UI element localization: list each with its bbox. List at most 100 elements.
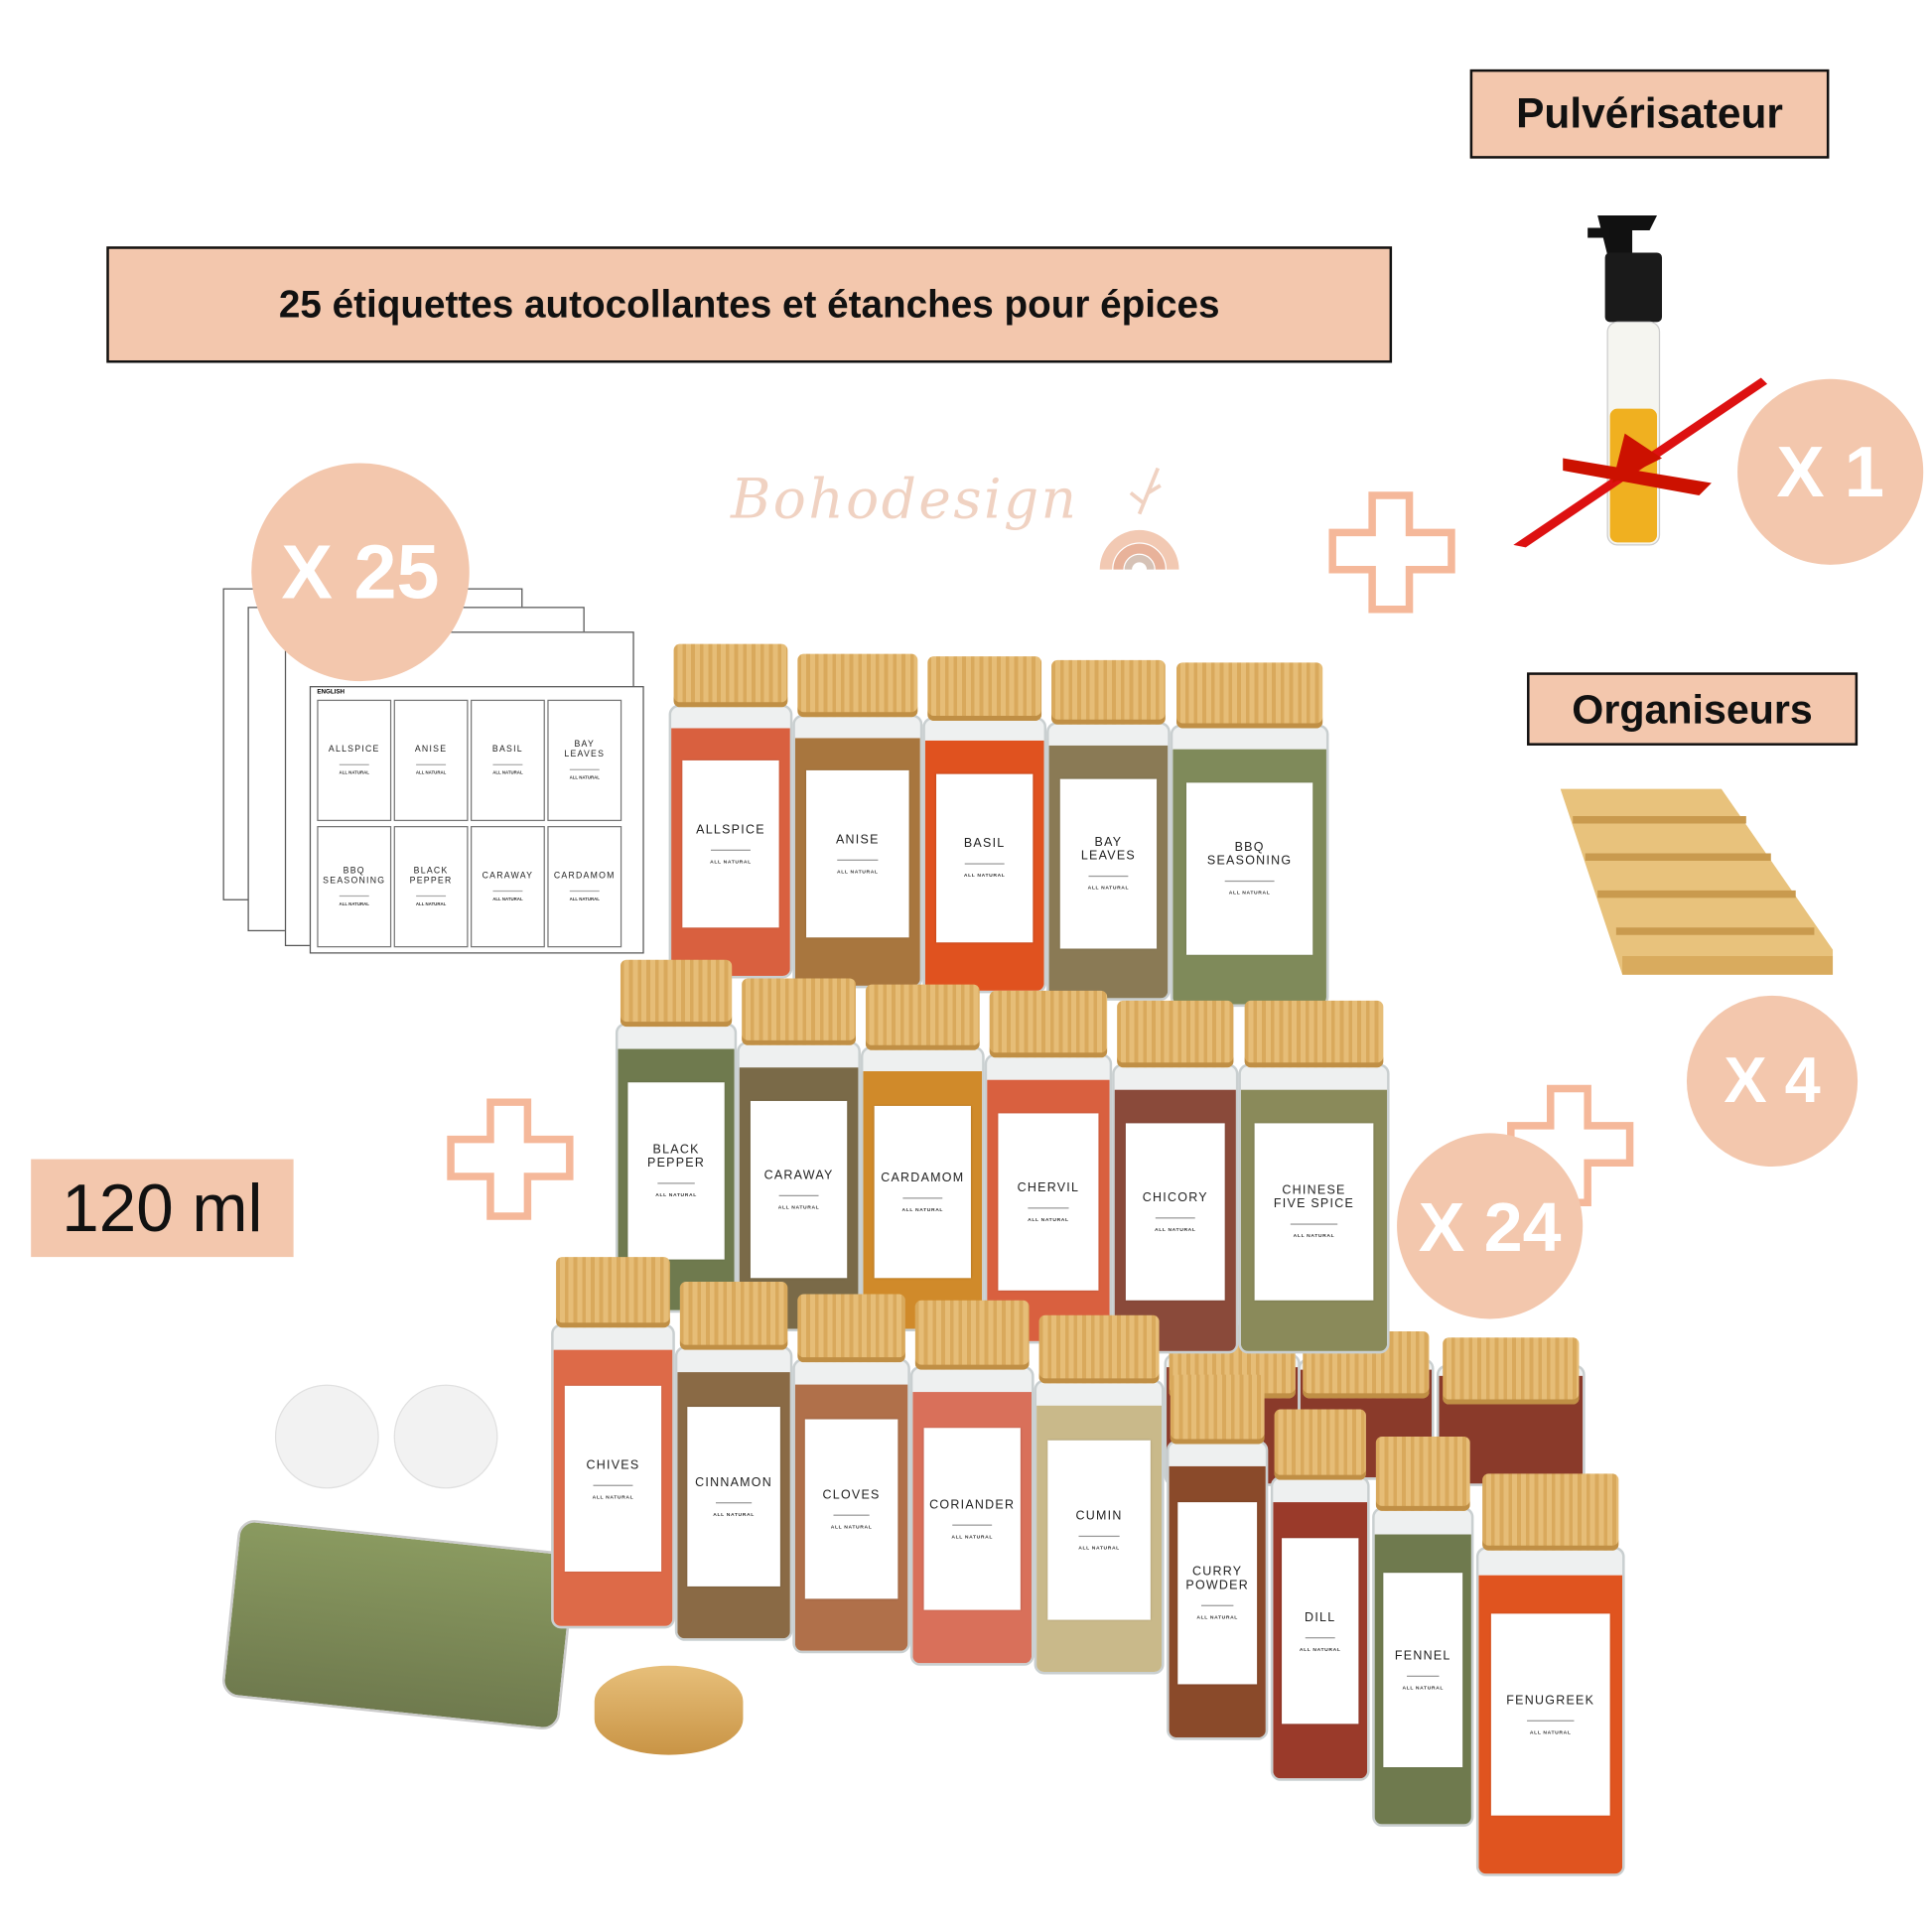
divider bbox=[570, 891, 600, 893]
jar-label-sub: ALL NATURAL bbox=[1196, 1613, 1238, 1621]
logo-text: Bohodesign bbox=[730, 468, 1079, 532]
jar-lid bbox=[742, 978, 856, 1045]
divider bbox=[1305, 1636, 1336, 1639]
divider bbox=[340, 764, 369, 766]
jar-label-name: CHINESE FIVE SPICE bbox=[1273, 1184, 1355, 1212]
jar-label-name: FENUGREEK bbox=[1506, 1694, 1595, 1709]
divider bbox=[492, 891, 522, 893]
sticker-label-name: BLACK PEPPER bbox=[409, 866, 453, 886]
divider bbox=[952, 1524, 992, 1526]
jar-lid bbox=[1376, 1436, 1470, 1511]
jar-label-name: CUMIN bbox=[1075, 1509, 1123, 1524]
divider bbox=[1224, 881, 1275, 883]
jar-lid bbox=[1244, 1000, 1384, 1068]
sticker-label-name: CARAWAY bbox=[482, 871, 534, 881]
jar-label-sub: ALL NATURAL bbox=[777, 1203, 820, 1210]
jar-label-name: FENNEL bbox=[1394, 1649, 1451, 1664]
labels-count-badge: X 25 bbox=[251, 463, 470, 682]
labels-count: X 25 bbox=[281, 529, 440, 616]
jar-label-name: CORIANDER bbox=[929, 1498, 1016, 1512]
divider bbox=[1201, 1605, 1234, 1607]
jar-glass: FENNEL ALL NATURAL bbox=[1372, 1506, 1474, 1827]
jars-count: X 24 bbox=[1418, 1186, 1562, 1266]
jar-label-name: ALLSPICE bbox=[696, 823, 765, 838]
divider bbox=[416, 896, 446, 897]
jar-label-name: CINNAMON bbox=[695, 1475, 773, 1490]
jar-lid bbox=[1274, 1409, 1366, 1480]
jar-label-sub: ALL NATURAL bbox=[1402, 1684, 1445, 1691]
jar-glass: CHERVIL ALL NATURAL bbox=[984, 1053, 1113, 1344]
sticker-label-name: BASIL bbox=[491, 745, 523, 755]
divider bbox=[416, 764, 446, 766]
jar-label: FENNEL ALL NATURAL bbox=[1383, 1572, 1463, 1768]
spice-jar: CHERVIL ALL NATURAL bbox=[984, 990, 1113, 1344]
jar-label-name: CARAWAY bbox=[763, 1169, 834, 1183]
jar-glass: ALLSPICE ALL NATURAL bbox=[668, 704, 793, 979]
jar-label-sub: ALL NATURAL bbox=[901, 1205, 944, 1213]
divider bbox=[837, 859, 879, 861]
jar-glass: CHINESE FIVE SPICE ALL NATURAL bbox=[1238, 1063, 1390, 1354]
sprayer-count-badge: X 1 bbox=[1737, 378, 1924, 565]
jar-label-name: CURRY POWDER bbox=[1185, 1566, 1250, 1593]
jar-label-name: ANISE bbox=[835, 833, 880, 848]
divider bbox=[492, 764, 522, 766]
jar-label-sub: ALL NATURAL bbox=[1078, 1544, 1120, 1551]
rainbow-icon bbox=[1099, 467, 1179, 570]
sticker-label-sub: ALL NATURAL bbox=[415, 770, 447, 776]
jar-label-name: CHERVIL bbox=[1017, 1180, 1080, 1195]
jar-label-sub: ALL NATURAL bbox=[1299, 1645, 1341, 1652]
divider bbox=[832, 1514, 871, 1516]
jar-lid bbox=[673, 643, 788, 708]
divider bbox=[340, 896, 369, 897]
spice-jar: DILL ALL NATURAL bbox=[1270, 1409, 1370, 1781]
jar-label-sub: ALL NATURAL bbox=[655, 1191, 697, 1198]
jar-label-name: CHIVES bbox=[586, 1458, 640, 1473]
spice-jar: FENUGREEK ALL NATURAL bbox=[1475, 1473, 1625, 1876]
jar-label-sub: ALL NATURAL bbox=[710, 858, 752, 865]
spice-jar: ALLSPICE ALL NATURAL bbox=[668, 643, 793, 979]
spice-jar: FENNEL ALL NATURAL bbox=[1372, 1436, 1474, 1827]
jar-label-sub: ALL NATURAL bbox=[1028, 1215, 1069, 1223]
wooden-lid bbox=[594, 1665, 744, 1755]
volume-text: 120 ml bbox=[62, 1171, 263, 1246]
jar-label: CURRY POWDER ALL NATURAL bbox=[1177, 1501, 1258, 1685]
jar-lid bbox=[797, 1294, 906, 1363]
brand-logo: Bohodesign bbox=[694, 446, 1189, 570]
divider bbox=[965, 863, 1005, 865]
jar-label-name: BASIL bbox=[963, 837, 1006, 852]
jar-label-name: DILL bbox=[1305, 1610, 1336, 1625]
labels-title-box: 25 étiquettes autocollantes et étanches … bbox=[106, 246, 1393, 363]
jars-count-badge: X 24 bbox=[1397, 1133, 1584, 1319]
sprayer-count: X 1 bbox=[1776, 431, 1884, 512]
organizers-count-badge: X 4 bbox=[1686, 995, 1859, 1168]
jar-label-sub: ALL NATURAL bbox=[1293, 1232, 1335, 1239]
shaker-insert bbox=[274, 1384, 379, 1489]
jar-label-sub: ALL NATURAL bbox=[1087, 885, 1130, 892]
jar-label-sub: ALL NATURAL bbox=[1529, 1728, 1572, 1735]
jar-label: FENUGREEK ALL NATURAL bbox=[1491, 1613, 1610, 1816]
divider bbox=[593, 1484, 633, 1486]
sticker-label-name: BBQ SEASONING bbox=[323, 866, 386, 886]
plus-icon bbox=[1328, 491, 1455, 614]
spice-jar: CUMIN ALL NATURAL bbox=[1034, 1314, 1165, 1675]
jar-lid bbox=[1051, 659, 1166, 726]
spice-jar: CURRY POWDER ALL NATURAL bbox=[1167, 1374, 1269, 1740]
divider bbox=[1527, 1720, 1575, 1722]
